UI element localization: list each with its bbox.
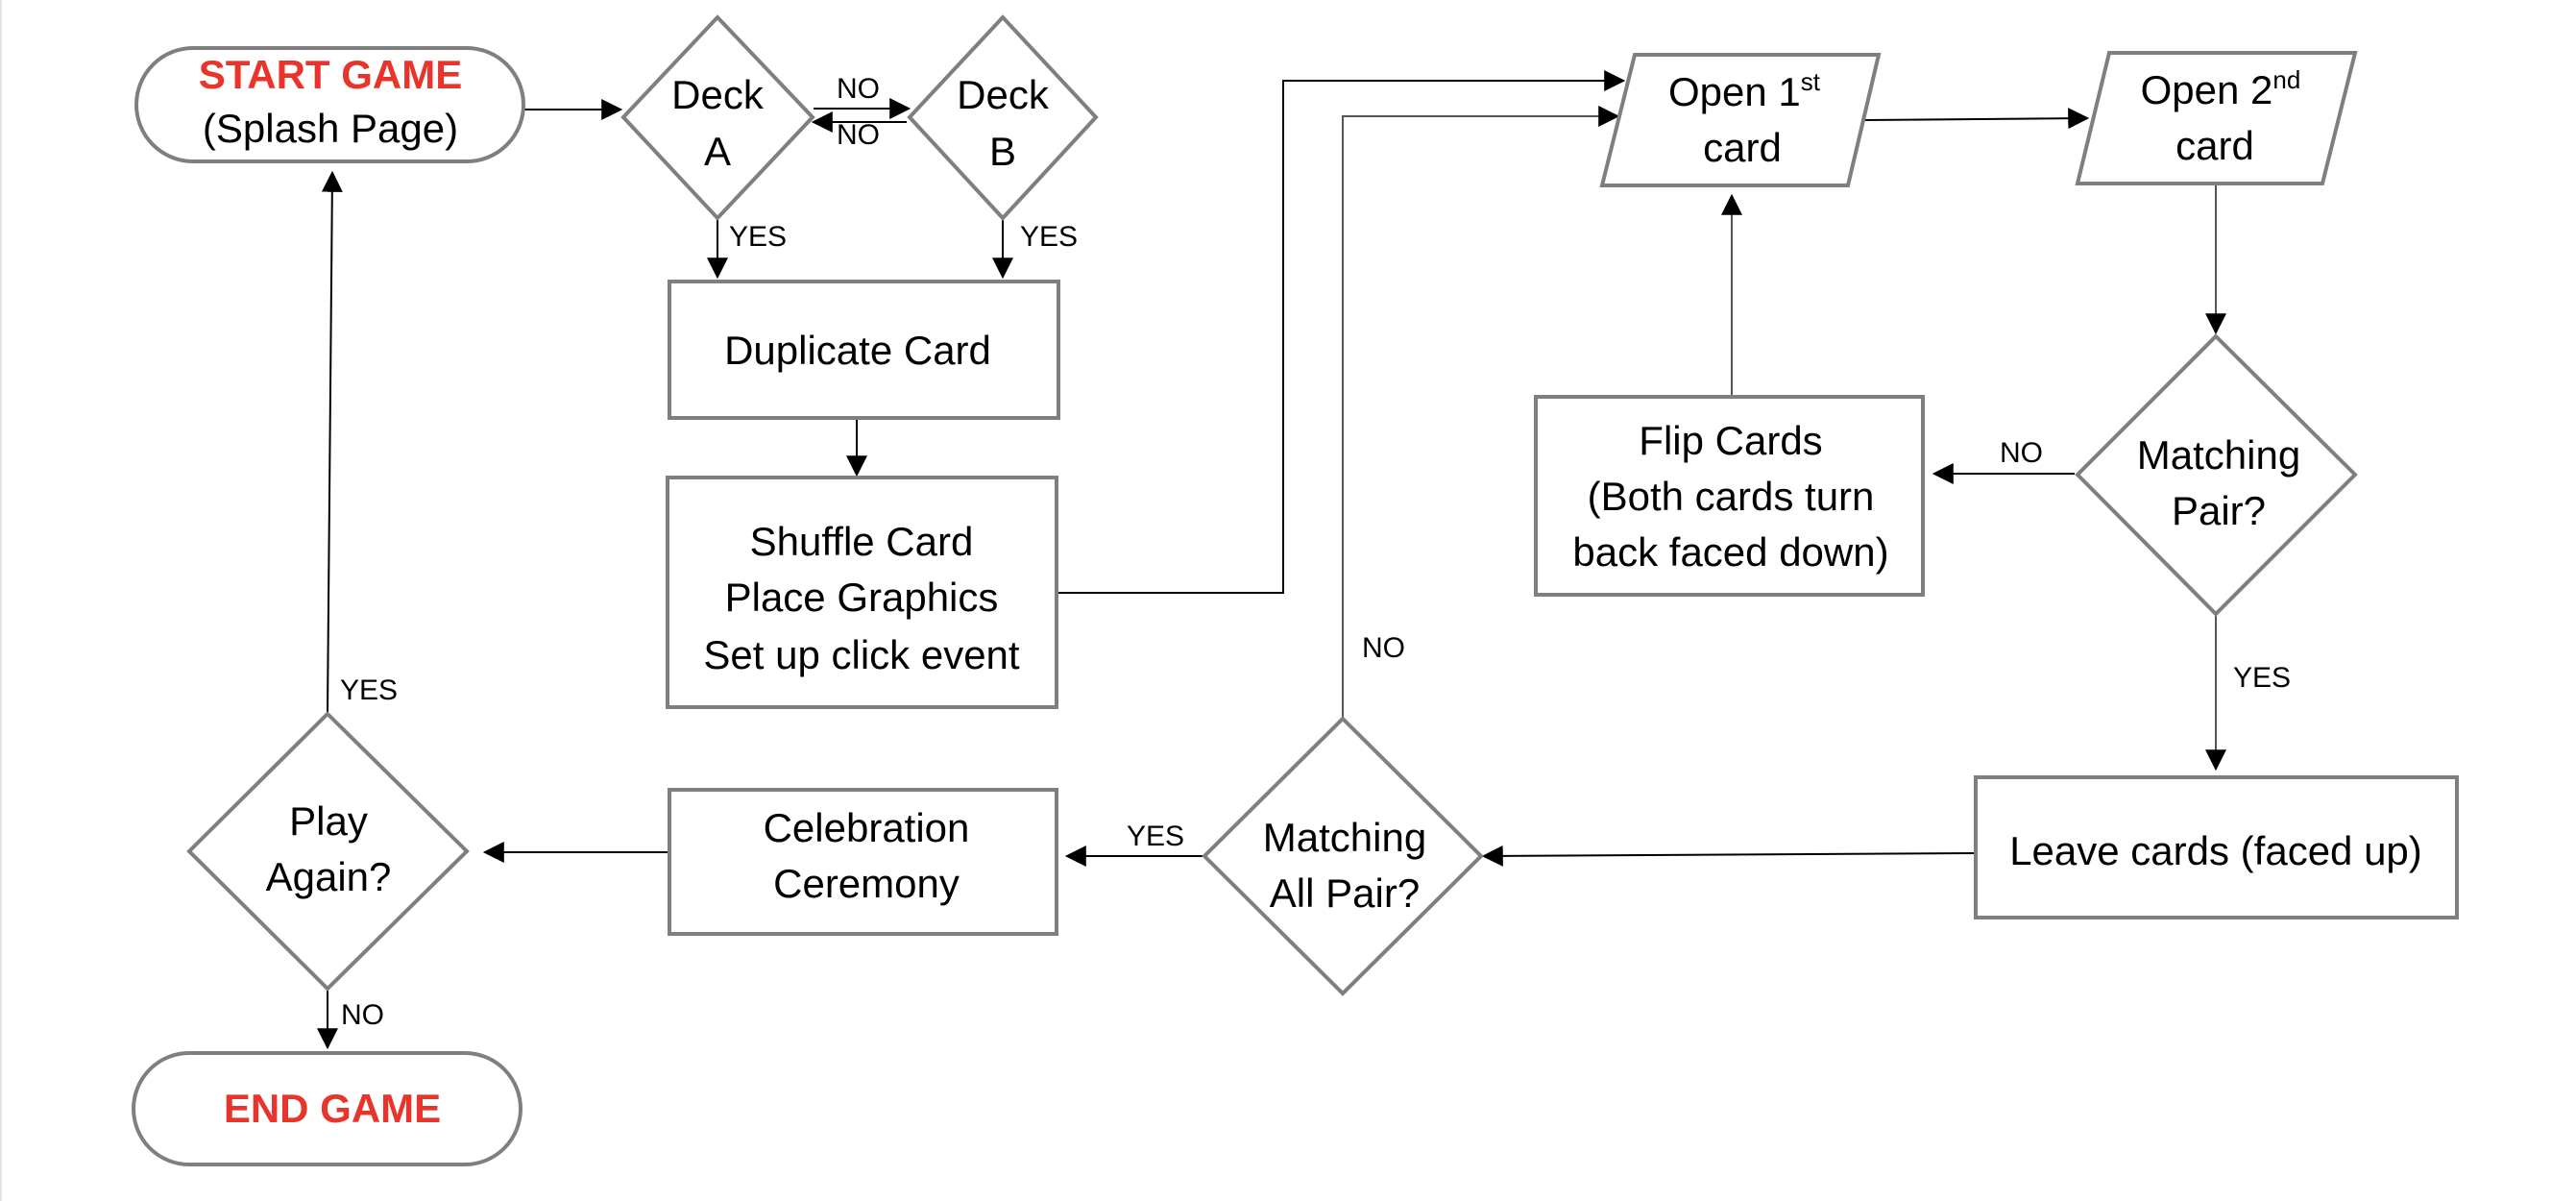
node-open-second-card: Open 2nd card: [2075, 51, 2358, 185]
decision-shape: [186, 711, 470, 992]
shuffle-line2: Place Graphics: [725, 575, 999, 620]
terminator-shape: [134, 46, 525, 163]
terminator-shape: [132, 1051, 522, 1166]
edge-open-first-to-open-second: [1864, 108, 2090, 130]
start-title: START GAME: [199, 52, 463, 97]
label-matching-all-no: NO: [1362, 632, 1405, 664]
process-shape: [668, 788, 1058, 936]
shuffle-line3: Set up click event: [703, 632, 1020, 677]
decision-shape: [1202, 716, 1484, 996]
edge-leave-to-matching-all: [1481, 845, 1976, 867]
node-start-game: START GAME (Splash Page): [134, 46, 525, 163]
label-deck-b-yes: YES: [1020, 221, 1078, 253]
decision-shape: [2075, 333, 2358, 617]
open-second-line2: card: [2175, 123, 2254, 168]
start-subtitle: (Splash Page): [203, 106, 458, 151]
end-title: END GAME: [224, 1086, 441, 1131]
open-first-prefix: Open 1: [1668, 69, 1801, 114]
edge-labels: NO NO YES YES NO YES NO YES YES NO: [340, 73, 2291, 1031]
flip-line2: (Both cards turn: [1588, 474, 1875, 519]
node-celebration-ceremony: Celebration Ceremony: [668, 788, 1058, 936]
node-duplicate-card: Duplicate Card: [668, 280, 1060, 420]
node-matching-pair: Matching Pair?: [2075, 333, 2358, 617]
label-matching-pair-no: NO: [2000, 437, 2043, 469]
page-edge: [0, 0, 2, 1201]
node-end-game: END GAME: [132, 1051, 522, 1166]
process-shape: [1534, 395, 1925, 597]
label-play-again-no: NO: [341, 999, 384, 1031]
node-open-first-card: Open 1st card: [1599, 53, 1882, 187]
decision-shape: [620, 14, 815, 221]
node-matching-all-pair: Matching All Pair?: [1202, 716, 1484, 996]
io-shape: [2075, 51, 2358, 185]
flip-line3: back faced down): [1572, 529, 1888, 575]
flip-line1: Flip Cards: [1639, 418, 1822, 463]
open-second-line1: Open 2nd: [2141, 65, 2301, 112]
node-deck-a: Deck A: [620, 14, 815, 221]
label-play-again-yes: YES: [340, 674, 398, 706]
deck-b-line1: Deck: [957, 72, 1050, 117]
connectors: [317, 70, 2226, 1050]
label-deck-a-to-b: NO: [837, 73, 880, 105]
io-shape: [1599, 53, 1882, 187]
node-play-again: Play Again?: [186, 711, 470, 992]
node-shuffle-card: Shuffle Card Place Graphics Set up click…: [666, 476, 1058, 709]
label-matching-pair-yes: YES: [2233, 662, 2291, 694]
node-deck-b: Deck B: [907, 14, 1099, 221]
open-first-line1: Open 1st: [1668, 67, 1821, 114]
play-again-line2: Again?: [266, 854, 392, 899]
process-shape: [666, 476, 1058, 709]
deck-a-line1: Deck: [671, 72, 765, 117]
shuffle-line1: Shuffle Card: [750, 519, 974, 564]
node-leave-cards: Leave cards (faced up): [1974, 775, 2459, 919]
open-second-prefix: Open 2: [2141, 67, 2273, 112]
label-matching-all-yes: YES: [1127, 821, 1184, 852]
celebration-line1: Celebration: [764, 805, 970, 850]
deck-a-line2: A: [704, 129, 731, 174]
process-shape: [668, 280, 1060, 420]
open-first-sup: st: [1801, 67, 1821, 96]
celebration-line2: Ceremony: [773, 861, 960, 906]
duplicate-label: Duplicate Card: [724, 328, 991, 373]
matching-all-line1: Matching: [1263, 815, 1426, 860]
edge-play-again-yes: [321, 170, 343, 713]
matching-pair-line2: Pair?: [2172, 488, 2266, 533]
node-flip-cards: Flip Cards (Both cards turn back faced d…: [1534, 395, 1925, 597]
label-deck-b-to-a: NO: [837, 119, 880, 151]
play-again-line1: Play: [289, 798, 368, 844]
matching-all-line2: All Pair?: [1270, 870, 1420, 916]
matching-pair-line1: Matching: [2137, 432, 2300, 478]
label-deck-a-yes: YES: [729, 221, 787, 253]
edge-matching-all-no: [1342, 106, 1620, 717]
deck-b-line2: B: [989, 129, 1016, 174]
process-shape: [1974, 775, 2459, 919]
edge-shuffle-to-open-first: [1057, 70, 1626, 594]
open-second-sup: nd: [2272, 65, 2300, 94]
open-first-line2: card: [1703, 125, 1782, 170]
decision-shape: [907, 14, 1099, 221]
leave-label: Leave cards (faced up): [2009, 828, 2422, 873]
